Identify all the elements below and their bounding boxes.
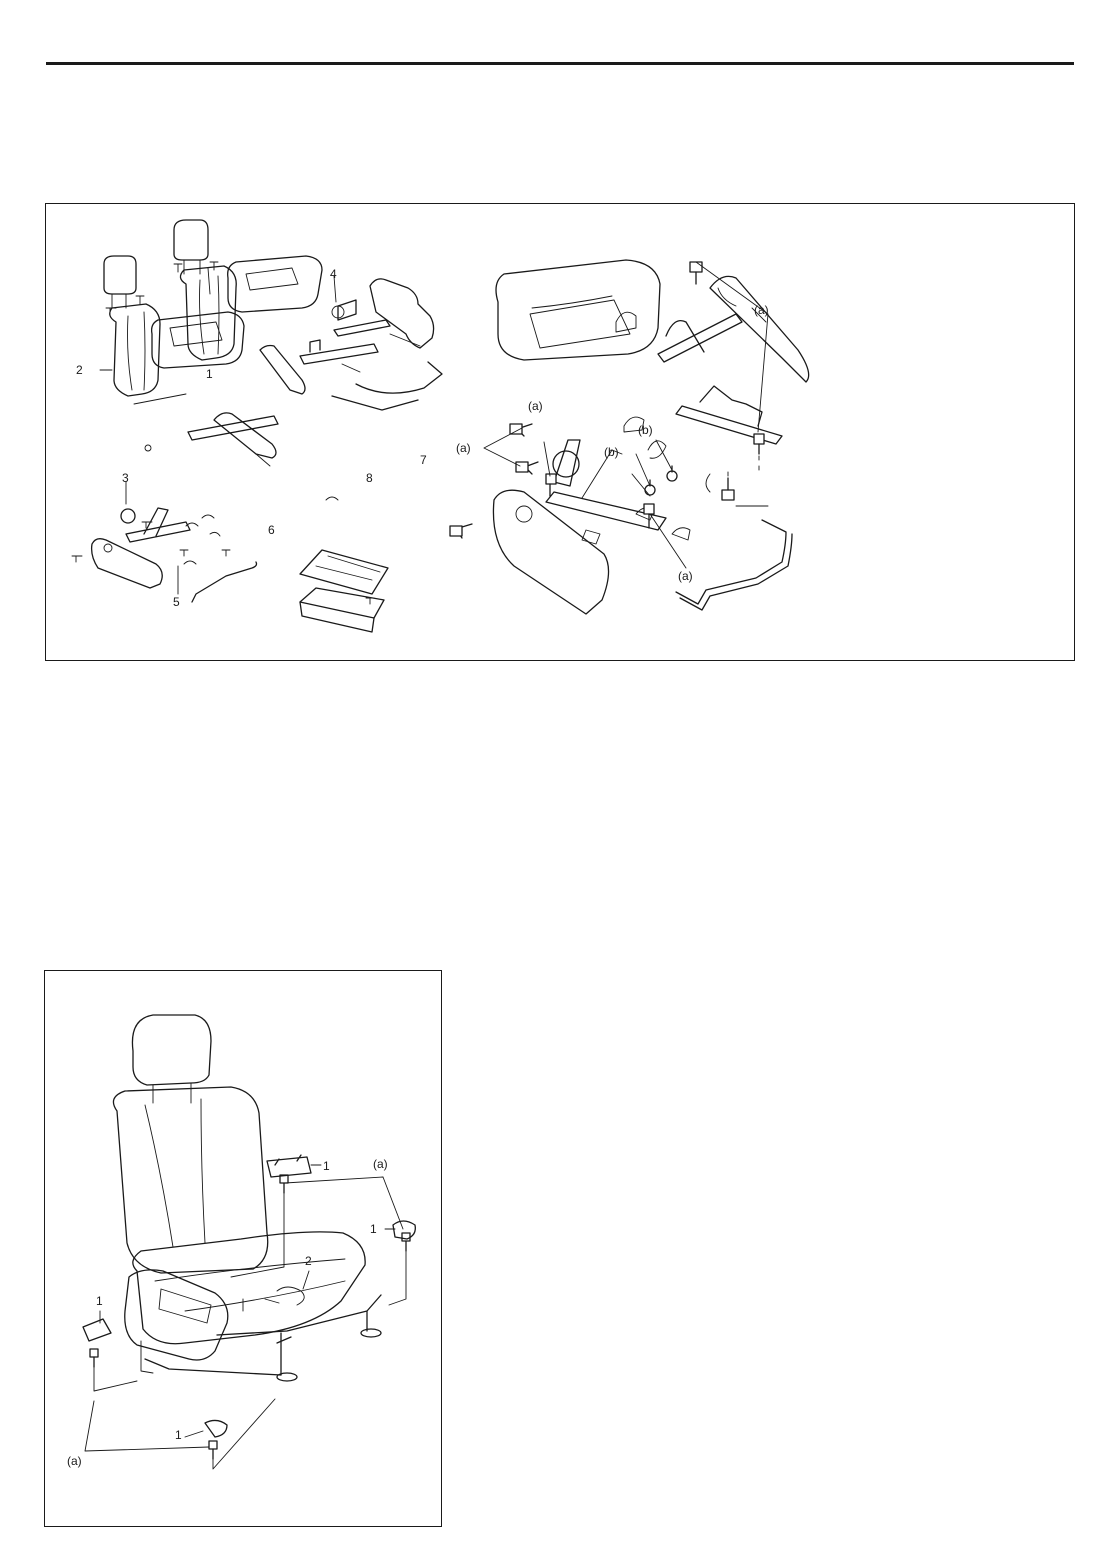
- callout-a-left-bolts: (a): [456, 441, 471, 455]
- seat-exploded-view-figure: 1 2 3 4 5 6 7 8: [45, 203, 1075, 661]
- callout-1: 1: [206, 367, 213, 381]
- callout-a-bottom: (a): [678, 569, 693, 583]
- callout-6: 6: [268, 523, 275, 537]
- callout-1-left: 1: [96, 1294, 103, 1308]
- callout-b-right: (b): [638, 423, 653, 437]
- callout-2: 2: [76, 363, 83, 377]
- left-exploded-view: [72, 220, 442, 632]
- callout-2: 2: [305, 1254, 312, 1268]
- callout-a-center: (a): [528, 399, 543, 413]
- assembled-seat: [83, 1015, 415, 1469]
- callout-7: 7: [420, 453, 427, 467]
- seat-mounting-drawing: 1 1 1 1 2 (a) (a): [45, 971, 440, 1525]
- callout-a-bottom: (a): [67, 1454, 82, 1468]
- callout-1-bottom: 1: [175, 1428, 182, 1442]
- callout-a-top-right: (a): [754, 303, 769, 317]
- callout-1-right: 1: [370, 1222, 377, 1236]
- callout-8: 8: [366, 471, 373, 485]
- callout-3: 3: [122, 471, 129, 485]
- seat-mounting-figure: 1 1 1 1 2 (a) (a): [44, 970, 442, 1527]
- callout-1-top: 1: [323, 1159, 330, 1173]
- callout-5: 5: [173, 595, 180, 609]
- callout-b-left: (b): [604, 445, 619, 459]
- callout-a-top: (a): [373, 1157, 388, 1171]
- callout-4: 4: [330, 267, 337, 281]
- seat-exploded-view-drawing: 1 2 3 4 5 6 7 8: [46, 204, 1073, 659]
- header-rule: [46, 62, 1074, 65]
